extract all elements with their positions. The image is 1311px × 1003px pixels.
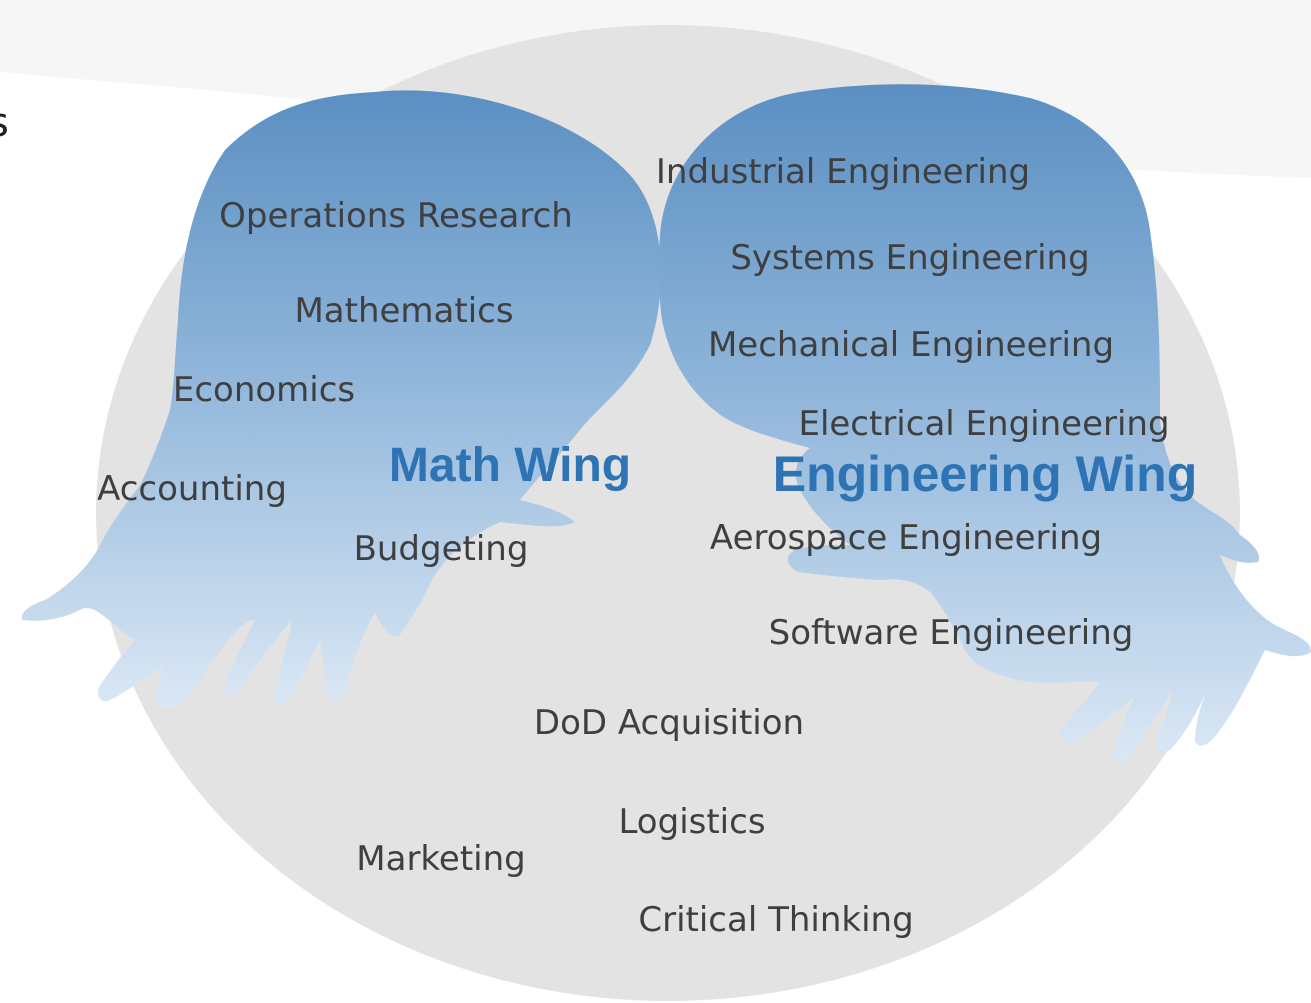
skill-industrial-engineering: Industrial Engineering [655,152,1031,192]
engineering-wing-shape [658,84,1311,764]
skill-systems-engineering: Systems Engineering [730,238,1090,278]
skill-accounting: Accounting [97,469,287,509]
skill-budgeting: Budgeting [353,529,529,569]
skill-critical-thinking: Critical Thinking [638,900,914,940]
skill-economics: Economics [172,370,356,410]
skill-dod-acquisition: DoD Acquisition [533,703,805,743]
skill-marketing: Marketing [356,839,526,879]
skill-electrical-engineering: Electrical Engineering [798,404,1170,444]
skill-software-engineering: Software Engineering [768,613,1134,653]
edge-text-fragment: s [0,103,9,143]
skill-operations-research: Operations Research [219,196,573,236]
skill-mechanical-engineering: Mechanical Engineering [707,325,1115,365]
engineering-wing-title: Engineering Wing [772,446,1198,502]
skill-aerospace-engineering: Aerospace Engineering [709,518,1103,558]
skill-mathematics: Mathematics [294,291,514,331]
math-wing-shape [21,90,662,709]
skill-logistics: Logistics [618,802,766,842]
math-wing-title: Math Wing [388,439,632,492]
